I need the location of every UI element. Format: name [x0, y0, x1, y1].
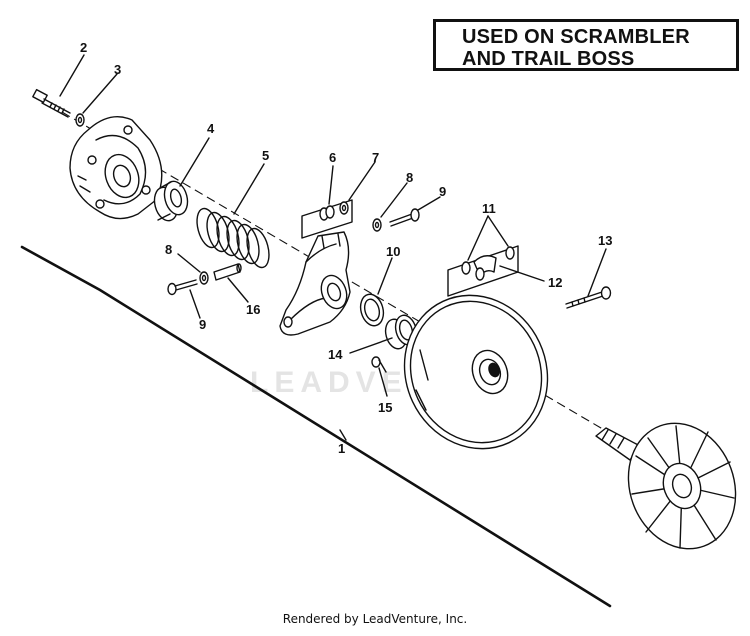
leader-13 [587, 248, 607, 297]
part-5-spring [196, 207, 270, 269]
callout-12: 12 [548, 275, 562, 290]
leader-12 [499, 265, 545, 282]
note-line-2: AND TRAIL BOSS [462, 48, 635, 70]
leader-8-lower [177, 253, 201, 273]
callout-11: 11 [482, 201, 496, 216]
part-9-bolt-lower [167, 279, 198, 296]
part-7-washer [339, 201, 349, 215]
part-10-seal [359, 293, 385, 327]
leader-11-a [467, 215, 489, 261]
leader-3 [82, 73, 118, 114]
callout-8-lower: 8 [165, 242, 172, 257]
part-8-washer-lower [199, 271, 209, 285]
part-16-roller-pin [213, 263, 242, 281]
parts-6-7-backing-plate [301, 199, 353, 239]
leader-10 [377, 257, 393, 295]
leader-5 [233, 163, 265, 215]
leader-15 [378, 367, 388, 397]
assembly-bracket-line [20, 245, 612, 608]
leader-16 [227, 277, 249, 303]
callout-5: 5 [262, 148, 269, 163]
leader-9-upper [417, 196, 441, 211]
leader-11-b [487, 215, 509, 247]
leader-4 [179, 137, 210, 187]
leader-9-lower [189, 289, 201, 319]
part-8-washer-upper [372, 218, 382, 232]
callout-10: 10 [386, 244, 400, 259]
callout-16: 16 [246, 302, 260, 317]
leader-2 [59, 54, 85, 97]
part-9-bolt-upper [389, 208, 420, 227]
callout-15: 15 [378, 400, 392, 415]
leader-14 [349, 337, 393, 354]
callout-7: 7 [372, 150, 379, 165]
note-line-1: USED ON SCRAMBLER [462, 26, 690, 48]
callout-3: 3 [114, 62, 121, 77]
callout-2: 2 [80, 40, 87, 55]
part-11-washers [461, 246, 515, 275]
leader-1 [339, 429, 347, 441]
callout-1: 1 [338, 441, 345, 456]
callout-9-upper: 9 [439, 184, 446, 199]
part-4-bearing [153, 180, 189, 222]
leader-6 [328, 165, 334, 205]
part-3-washer [75, 113, 85, 127]
applicability-note-box: USED ON SCRAMBLER AND TRAIL BOSS [433, 19, 739, 71]
leader-8-upper [380, 182, 408, 218]
leader-7 [348, 161, 376, 201]
part-15-screw [371, 356, 387, 373]
clutch-cover [69, 116, 163, 220]
footer-credit: Rendered by LeadVenture, Inc. [282, 612, 468, 626]
callout-9-lower: 9 [199, 317, 206, 332]
callout-14: 14 [328, 347, 343, 362]
clutch-spider-bracket [279, 231, 351, 336]
fixed-sheave [595, 422, 737, 550]
moveable-sheave [403, 294, 549, 450]
part-6-pin [319, 205, 335, 221]
part-13-bolt [565, 286, 612, 309]
callout-8-upper: 8 [406, 170, 413, 185]
callout-6: 6 [329, 150, 336, 165]
callout-4: 4 [207, 121, 215, 136]
part-2-bolt [32, 88, 71, 118]
callout-13: 13 [598, 233, 612, 248]
part-12-roller [473, 255, 497, 281]
